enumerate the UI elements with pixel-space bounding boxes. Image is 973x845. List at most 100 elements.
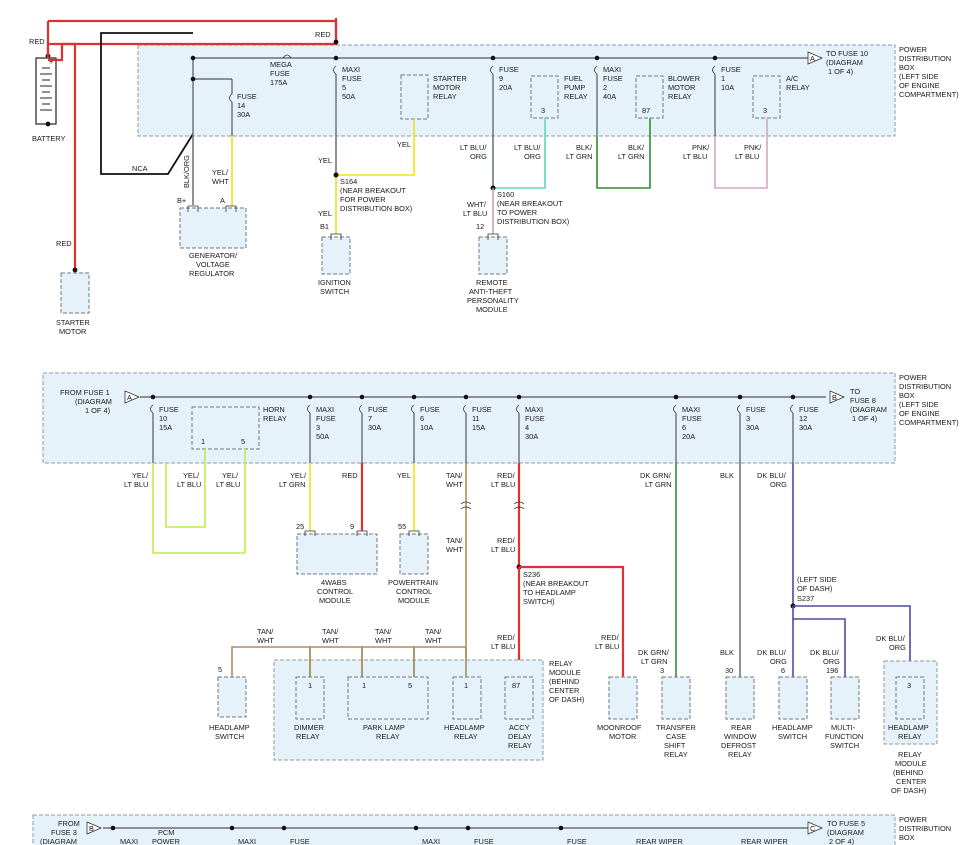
svg-text:CENTER: CENTER [896,777,926,786]
svg-text:CASE: CASE [666,732,686,741]
svg-text:PERSONALITY: PERSONALITY [467,296,519,305]
headlamp-switch-right [778,676,808,720]
s164-label: S164 [340,177,357,186]
pdb-label-middle: POWER DISTRIBUTION BOX (LEFT SIDE OF ENG… [899,373,959,427]
svg-text:MAXI: MAXI [238,837,256,845]
svg-text:STARTER: STARTER [56,318,90,327]
svg-text:OF ENGINE: OF ENGINE [899,81,940,90]
svg-text:(DIAGRAM: (DIAGRAM [826,58,863,67]
svg-text:4WABS: 4WABS [321,578,347,587]
svg-text:5: 5 [241,437,245,446]
svg-text:2: 2 [603,83,607,92]
connector-a-top [807,51,824,65]
svg-text:B+: B+ [177,196,186,205]
svg-text:12: 12 [476,222,484,231]
svg-text:RED: RED [342,471,358,480]
wire-yel-starter-relay [336,119,415,176]
svg-text:SWITCH: SWITCH [778,732,807,741]
wire-red-lt-blu-moonroof [519,565,625,679]
svg-text:6: 6 [781,666,785,675]
svg-text:IGNITION: IGNITION [318,278,351,287]
wire-lt-blu-org-fuel-relay [493,118,546,189]
4wabs-control-module [296,533,378,575]
wire-blk-lt-grn [596,118,651,189]
top-red-label: RED [315,30,331,39]
svg-text:DISTRIBUTION: DISTRIBUTION [899,54,951,63]
svg-text:(DIAGRAM: (DIAGRAM [850,405,887,414]
starter-wire-label: RED [56,239,72,248]
svg-text:B: B [89,824,94,833]
wire-nca [100,32,194,175]
svg-text:DK GRN/: DK GRN/ [640,471,672,480]
svg-text:OF DASH): OF DASH) [797,584,832,593]
svg-text:MOTOR: MOTOR [609,732,636,741]
svg-text:30A: 30A [746,423,759,432]
svg-text:30A: 30A [237,110,250,119]
multi-function-switch [830,676,860,720]
mega-fuse-symbol [282,54,292,59]
maxi-fuse-5-label: MAXI [342,65,360,74]
svg-text:10: 10 [159,414,167,423]
from-fuse-3-label: FROM [58,819,80,828]
svg-text:RELAY: RELAY [508,741,532,750]
svg-text:BOX: BOX [899,833,915,842]
svg-text:MAXI: MAXI [422,837,440,845]
svg-text:SWITCH): SWITCH) [523,597,555,606]
svg-text:30A: 30A [368,423,381,432]
svg-text:HEADLAMP: HEADLAMP [772,723,813,732]
svg-text:DEFROST: DEFROST [721,741,757,750]
svg-text:YEL: YEL [397,471,411,480]
svg-text:FUSE: FUSE [567,837,587,845]
svg-text:WHT: WHT [446,480,463,489]
svg-text:A: A [127,393,132,402]
svg-text:30A: 30A [799,423,812,432]
svg-text:LT GRN: LT GRN [618,152,644,161]
left-side-of-dash-label: (LEFT SIDE [797,575,837,584]
svg-text:LT BLU: LT BLU [491,642,515,651]
svg-text:LT GRN: LT GRN [641,657,667,666]
svg-text:50A: 50A [342,92,355,101]
fuse-6-label: FUSE [420,405,440,414]
headlamp-relay-right [895,676,925,720]
svg-text:MOTOR: MOTOR [668,83,695,92]
svg-text:175A: 175A [270,78,287,87]
starter-motor [60,272,90,314]
svg-text:LT BLU: LT BLU [595,642,619,651]
svg-text:7: 7 [368,414,372,423]
svg-text:CONTROL: CONTROL [396,587,432,596]
s236-label: S236 [523,570,540,579]
svg-text:RELAY: RELAY [898,750,922,759]
svg-text:196: 196 [826,666,838,675]
svg-text:50A: 50A [316,432,329,441]
svg-text:FUSE 3: FUSE 3 [51,828,77,837]
maxi-fuse-3-label: MAXI [316,405,334,414]
svg-text:BLK/: BLK/ [628,143,645,152]
svg-text:TAN/: TAN/ [446,471,463,480]
nca-label: NCA [132,164,148,173]
fuse-7-label: FUSE [368,405,388,414]
svg-text:MOTOR: MOTOR [59,327,86,336]
svg-text:RED/: RED/ [497,633,516,642]
wire-battery-feed [48,19,338,42]
svg-text:POWER: POWER [899,373,927,382]
svg-text:HORN: HORN [263,405,285,414]
svg-text:DISTRIBUTION: DISTRIBUTION [899,824,951,833]
svg-text:5: 5 [408,681,412,690]
svg-text:(DIAGRAM: (DIAGRAM [75,397,112,406]
to-fuse-8-label: TO [850,387,860,396]
wire-red-starter [48,42,77,270]
svg-text:RELAY: RELAY [728,750,752,759]
moonroof-motor [608,676,638,720]
svg-text:C: C [810,824,816,833]
svg-text:POWERTRAIN: POWERTRAIN [388,578,438,587]
svg-text:DELAY: DELAY [508,732,532,741]
svg-text:1 OF 4): 1 OF 4) [852,414,877,423]
svg-text:(DIAGRAM: (DIAGRAM [40,837,77,845]
svg-text:(NEAR BREAKOUT: (NEAR BREAKOUT [497,199,563,208]
svg-text:(NEAR BREAKOUT: (NEAR BREAKOUT [340,186,406,195]
svg-text:DK BLU/: DK BLU/ [757,648,787,657]
blk-org-label: BLK/ORG [182,155,191,188]
svg-text:DK BLU/: DK BLU/ [810,648,840,657]
svg-text:3: 3 [541,106,545,115]
svg-text:MODULE: MODULE [319,596,351,605]
